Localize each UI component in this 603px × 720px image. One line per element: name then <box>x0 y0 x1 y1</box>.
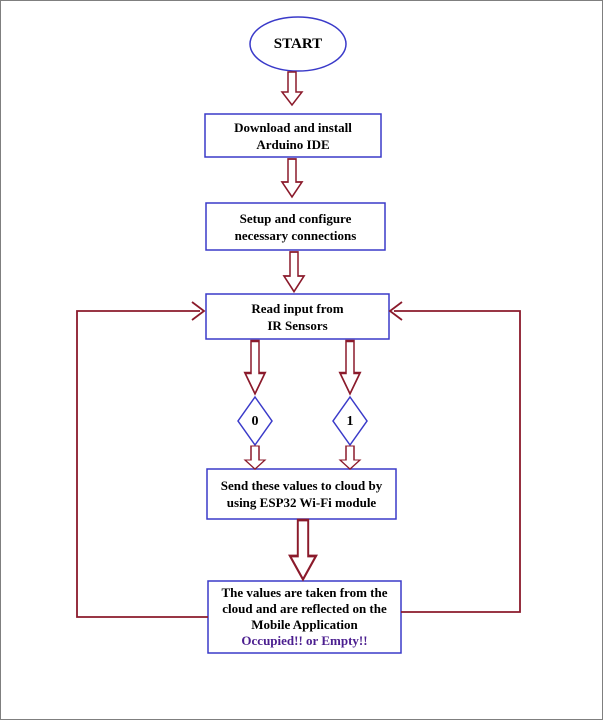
loop-right-arrowhead <box>388 301 403 321</box>
loop-right-line <box>394 310 521 613</box>
decision-zero-label: 0 <box>238 397 272 445</box>
decision-one-text: 1 <box>346 413 354 429</box>
send-line2: using ESP32 Wi-Fi module <box>226 495 377 510</box>
arrow-read-to-one <box>338 339 362 395</box>
read-label: Read input from IR Sensors <box>206 294 389 339</box>
arrow-start-to-download <box>281 71 303 106</box>
read-line1: Read input from <box>251 300 344 316</box>
result-line3: Mobile Application <box>251 617 358 632</box>
download-line2: Arduino IDE <box>256 136 330 152</box>
decision-zero-diamond <box>237 395 273 447</box>
result-label: The values are taken from the cloud and … <box>208 581 401 653</box>
arrow-setup-to-read <box>283 251 305 293</box>
result-status: Occupied!! or Empty!! <box>241 633 368 648</box>
decision-one-diamond <box>332 395 368 447</box>
download-box <box>204 113 382 158</box>
loop-left-arrowhead <box>191 301 206 321</box>
loop-left-line <box>76 310 208 618</box>
send-line1: Send these values to cloud by <box>220 478 383 493</box>
setup-line1: Setup and configure <box>239 210 352 226</box>
read-line2: IR Sensors <box>267 317 328 333</box>
arrow-send-to-result <box>288 518 318 581</box>
setup-box <box>205 202 386 251</box>
arrow-read-to-zero <box>243 339 267 395</box>
read-box <box>205 293 390 340</box>
arrow-download-to-setup <box>281 158 303 198</box>
setup-label: Setup and configure necessary connection… <box>206 203 385 250</box>
arrow-zero-to-send <box>244 445 266 470</box>
result-line1: The values are taken from the <box>221 585 388 600</box>
result-box <box>207 580 402 654</box>
download-label: Download and install Arduino IDE <box>205 114 381 157</box>
decision-one-label: 1 <box>333 397 367 445</box>
arrow-one-to-send <box>339 445 361 470</box>
send-label: Send these values to cloud by using ESP3… <box>207 469 396 519</box>
decision-zero-text: 0 <box>251 413 259 429</box>
start-terminal <box>249 16 347 72</box>
start-text: START <box>273 35 323 52</box>
start-label: START <box>250 17 346 71</box>
setup-line2: necessary connections <box>234 227 357 243</box>
result-line2: cloud and are reflected on the <box>222 601 387 616</box>
download-line1: Download and install <box>234 119 352 135</box>
